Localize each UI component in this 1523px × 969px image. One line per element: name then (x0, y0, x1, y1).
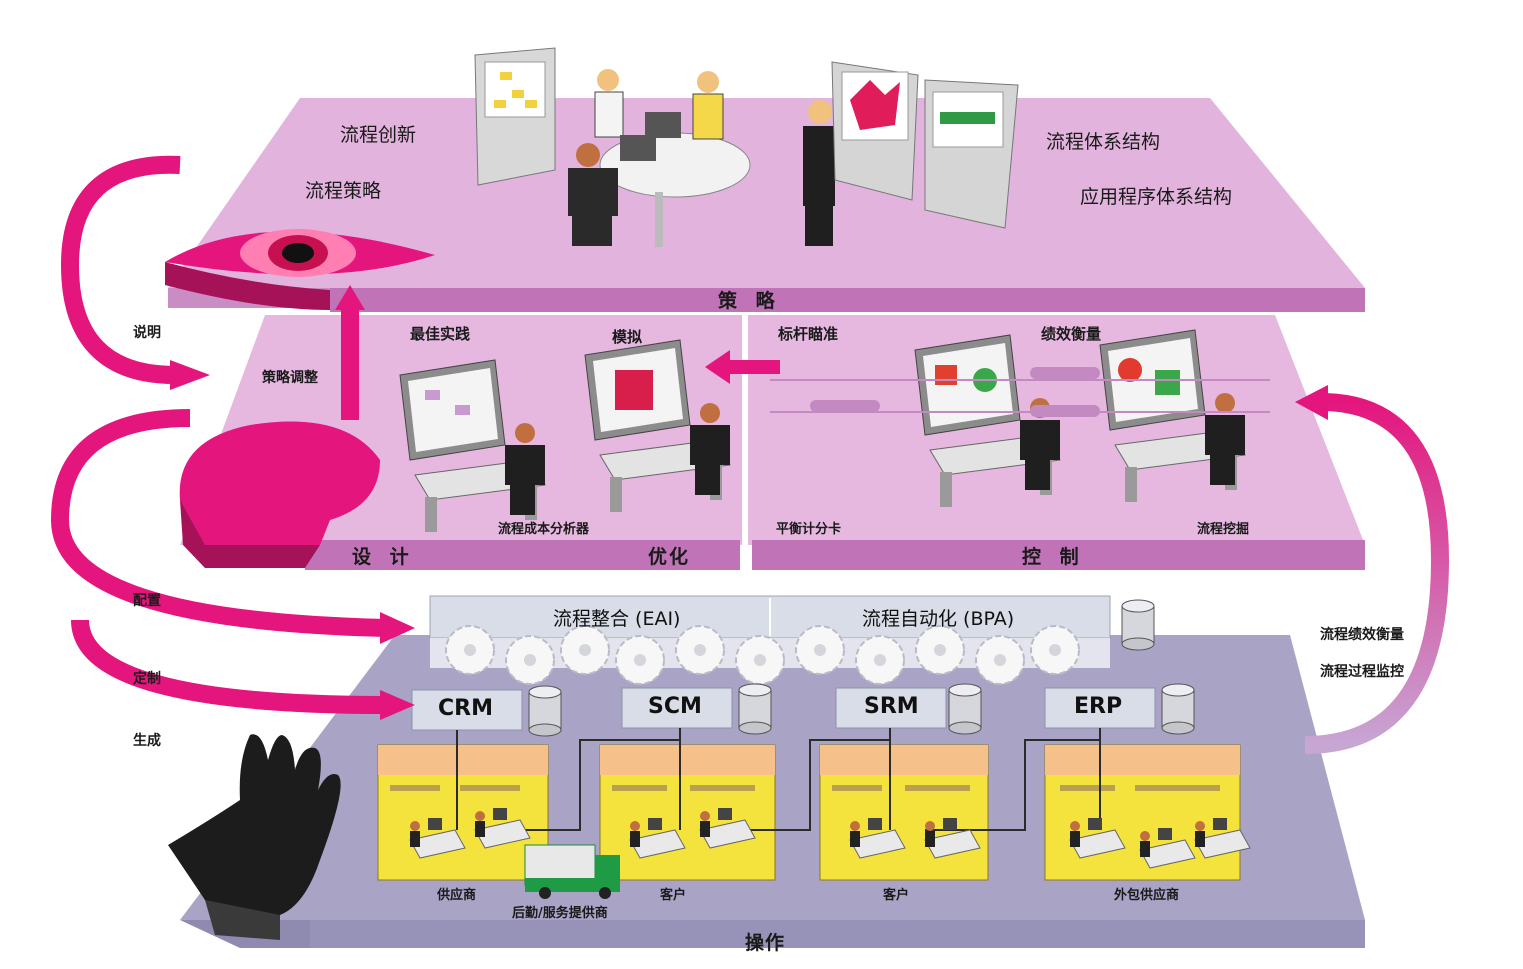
system-scm: SCM (648, 694, 702, 719)
person-icon (1139, 828, 1196, 869)
label-process-mining: 流程挖掘 (1197, 522, 1250, 537)
right-label-monitor: 流程过程监控 (1320, 664, 1404, 680)
building-customer-2 (819, 744, 989, 881)
strategy-scene (474, 47, 1019, 247)
eye-icon (165, 229, 435, 310)
left-label-configure: 配置 (133, 593, 161, 609)
monitor-icon (831, 61, 1019, 229)
person-icon (924, 818, 981, 859)
arrow-icon (1295, 385, 1450, 754)
strategy-layer-title: 策 略 (718, 290, 781, 312)
design-layer-title: 设 计 (352, 546, 415, 568)
system-srm: SRM (864, 694, 919, 719)
database-icon (948, 683, 982, 735)
arrow-icon (705, 350, 780, 384)
integration-bpa-label: 流程自动化 (BPA) (862, 608, 1015, 630)
database-icon (1121, 599, 1155, 651)
strategy-plane (168, 98, 1365, 312)
database-icon (738, 683, 772, 735)
database-group (528, 599, 1195, 737)
gear-icon (560, 625, 610, 675)
head-icon (179, 421, 380, 568)
label-application-architecture: 应用程序体系结构 (1080, 186, 1233, 208)
label-best-practice: 最佳实践 (410, 325, 471, 343)
site-supplier: 供应商 (437, 888, 477, 903)
label-simulation: 模拟 (612, 328, 643, 346)
gear-icon (735, 635, 785, 685)
left-label-explain: 说明 (133, 325, 161, 341)
person-icon (568, 69, 835, 246)
monitor-icon (399, 359, 546, 532)
gear-icon (505, 635, 555, 685)
site-customer-2: 客户 (883, 888, 910, 903)
optimize-layer-title: 优化 (648, 546, 691, 568)
dashboard-lines (810, 367, 1100, 417)
person-icon (699, 808, 756, 849)
building-outsourcer (1044, 744, 1241, 881)
label-scorecard: 平衡计分卡 (776, 522, 842, 537)
hand-icon (168, 734, 341, 940)
person-icon (409, 818, 466, 859)
integration-eai-label: 流程整合 (EAI) (553, 608, 681, 630)
person-icon (474, 808, 531, 849)
left-label-strategy-adjust: 策略调整 (262, 370, 318, 386)
person-icon (1069, 818, 1126, 859)
building-supplier (377, 744, 549, 881)
truck-icon (524, 844, 620, 899)
arrow-icon (50, 155, 386, 714)
office-desks (409, 808, 1251, 869)
label-benchmark: 标杆瞄准 (778, 325, 839, 343)
gear-icon (445, 625, 495, 675)
left-label-customize: 定制 (133, 671, 161, 687)
site-customer-1: 客户 (660, 888, 687, 903)
workstations (399, 329, 1246, 532)
gear-icon (795, 625, 845, 675)
person-icon (849, 818, 906, 859)
label-process-strategy: 流程策略 (305, 180, 382, 202)
gear-icon (855, 635, 905, 685)
gear-row (445, 625, 1080, 685)
gear-icon (615, 635, 665, 685)
truck-label: 后勤/服务提供商 (512, 906, 608, 921)
monitor-icon (584, 339, 731, 512)
person-icon (629, 818, 686, 859)
label-process-architecture: 流程体系结构 (1046, 131, 1161, 153)
building-customer-1 (599, 744, 776, 881)
monitor-icon (474, 47, 556, 186)
gear-icon (975, 635, 1025, 685)
building-group (377, 744, 1241, 881)
label-cost-analyzer: 流程成本分析器 (498, 522, 590, 537)
system-crm: CRM (438, 696, 493, 721)
operation-layer-title: 操作 (745, 932, 786, 954)
system-boxes (411, 687, 1156, 731)
connection-lines (456, 728, 1101, 831)
control-layer-title: 控 制 (1022, 546, 1085, 568)
gear-icon (675, 625, 725, 675)
label-process-innovation: 流程创新 (340, 124, 417, 146)
system-erp: ERP (1074, 694, 1123, 719)
label-performance: 绩效衡量 (1041, 325, 1102, 343)
gear-icon (1030, 625, 1080, 675)
gear-icon (915, 625, 965, 675)
right-label-performance: 流程绩效衡量 (1320, 627, 1404, 643)
left-label-generate: 生成 (133, 733, 161, 749)
database-icon (528, 685, 562, 737)
database-icon (1161, 683, 1195, 735)
site-outsourcer: 外包供应商 (1114, 888, 1180, 903)
monitor-icon (914, 334, 1061, 507)
person-icon (1194, 818, 1251, 859)
